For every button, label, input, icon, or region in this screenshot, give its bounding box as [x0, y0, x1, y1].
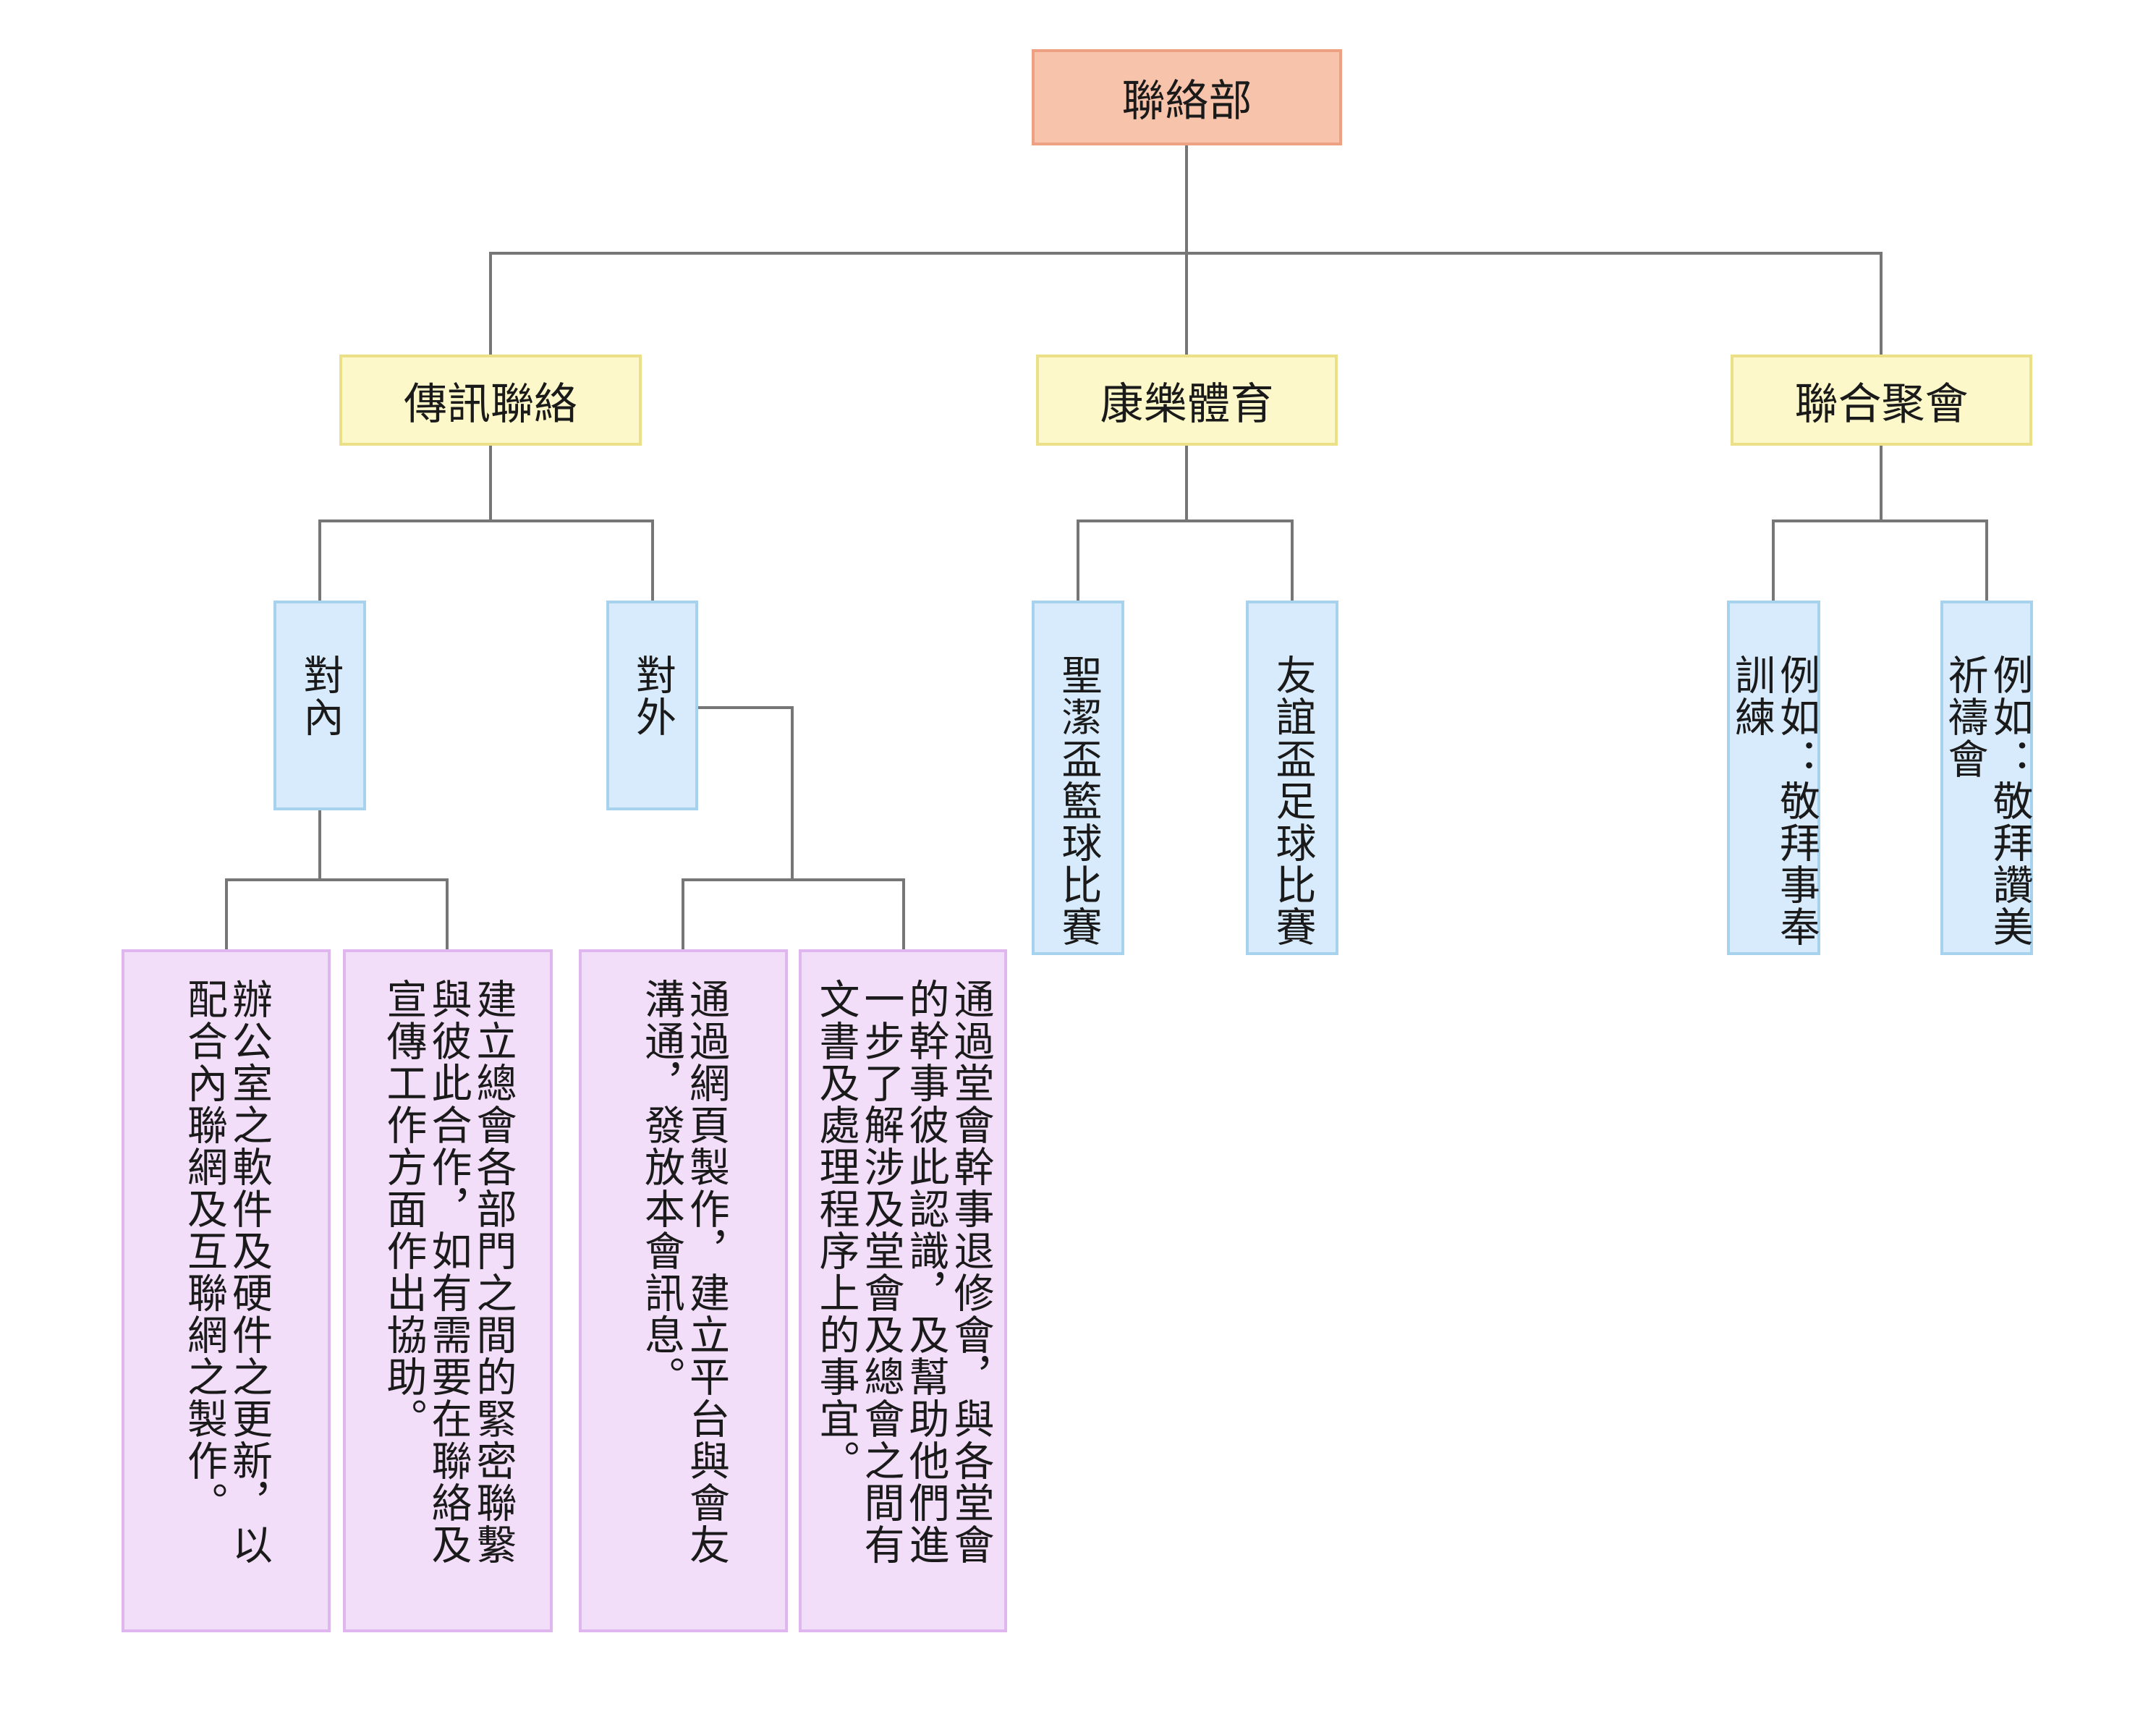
node-label: 例如：敬拜讚美祈禱會 [1941, 654, 2033, 948]
node-department-liaison: 建立總會各部門之間的緊密聯繫與彼此合作，如有需要在聯絡及宣傳工作方面作出協助。 [343, 949, 553, 1632]
node-website: 通過網頁製作，建立平台與會友溝通，發放本會訊息。 [579, 949, 788, 1632]
node-recreation-sports: 康樂體育 [1036, 355, 1338, 446]
node-church-retreat: 通過堂會幹事退修會，與各堂會的幹事彼此認識，及幫助他們進一步了解涉及堂會及總會之… [799, 949, 1007, 1632]
node-internal: 對內 [273, 601, 366, 810]
node-label: 例如：敬拜事奉訓練 [1728, 654, 1820, 948]
node-label: 聖潔盃籃球比賽 [1055, 654, 1102, 948]
root-node: 聯絡部 [1032, 49, 1342, 145]
node-description: 通過堂會幹事退修會，與各堂會的幹事彼此認識，及幫助他們進一步了解涉及堂會及總會之… [812, 978, 994, 1566]
node-external: 對外 [606, 601, 698, 810]
root-label: 聯絡部 [1121, 76, 1252, 127]
node-label: 康樂體育 [1100, 378, 1274, 430]
node-label: 友誼盃足球比賽 [1269, 654, 1316, 948]
node-worship-training: 例如：敬拜事奉訓練 [1727, 601, 1820, 955]
node-joint-gathering: 聯合聚會 [1731, 355, 2032, 446]
node-office-it: 辦公室之軟件及硬件之更新，以配合內聯網及互聯網之製作。 [122, 949, 331, 1632]
node-description: 通過網頁製作，建立平台與會友溝通，發放本會訊息。 [637, 978, 730, 1566]
node-description: 建立總會各部門之間的緊密聯繫與彼此合作，如有需要在聯絡及宣傳工作方面作出協助。 [380, 978, 517, 1566]
node-label: 對內 [297, 654, 344, 738]
node-basketball: 聖潔盃籃球比賽 [1032, 601, 1124, 955]
node-label: 對外 [629, 654, 676, 738]
node-praise-prayer: 例如：敬拜讚美祈禱會 [1940, 601, 2033, 955]
node-communications: 傳訊聯絡 [339, 355, 642, 446]
node-football: 友誼盃足球比賽 [1246, 601, 1338, 955]
node-label: 聯合聚會 [1794, 378, 1969, 430]
node-description: 辦公室之軟件及硬件之更新，以配合內聯網及互聯網之製作。 [180, 978, 273, 1566]
node-label: 傳訊聯絡 [404, 378, 577, 430]
